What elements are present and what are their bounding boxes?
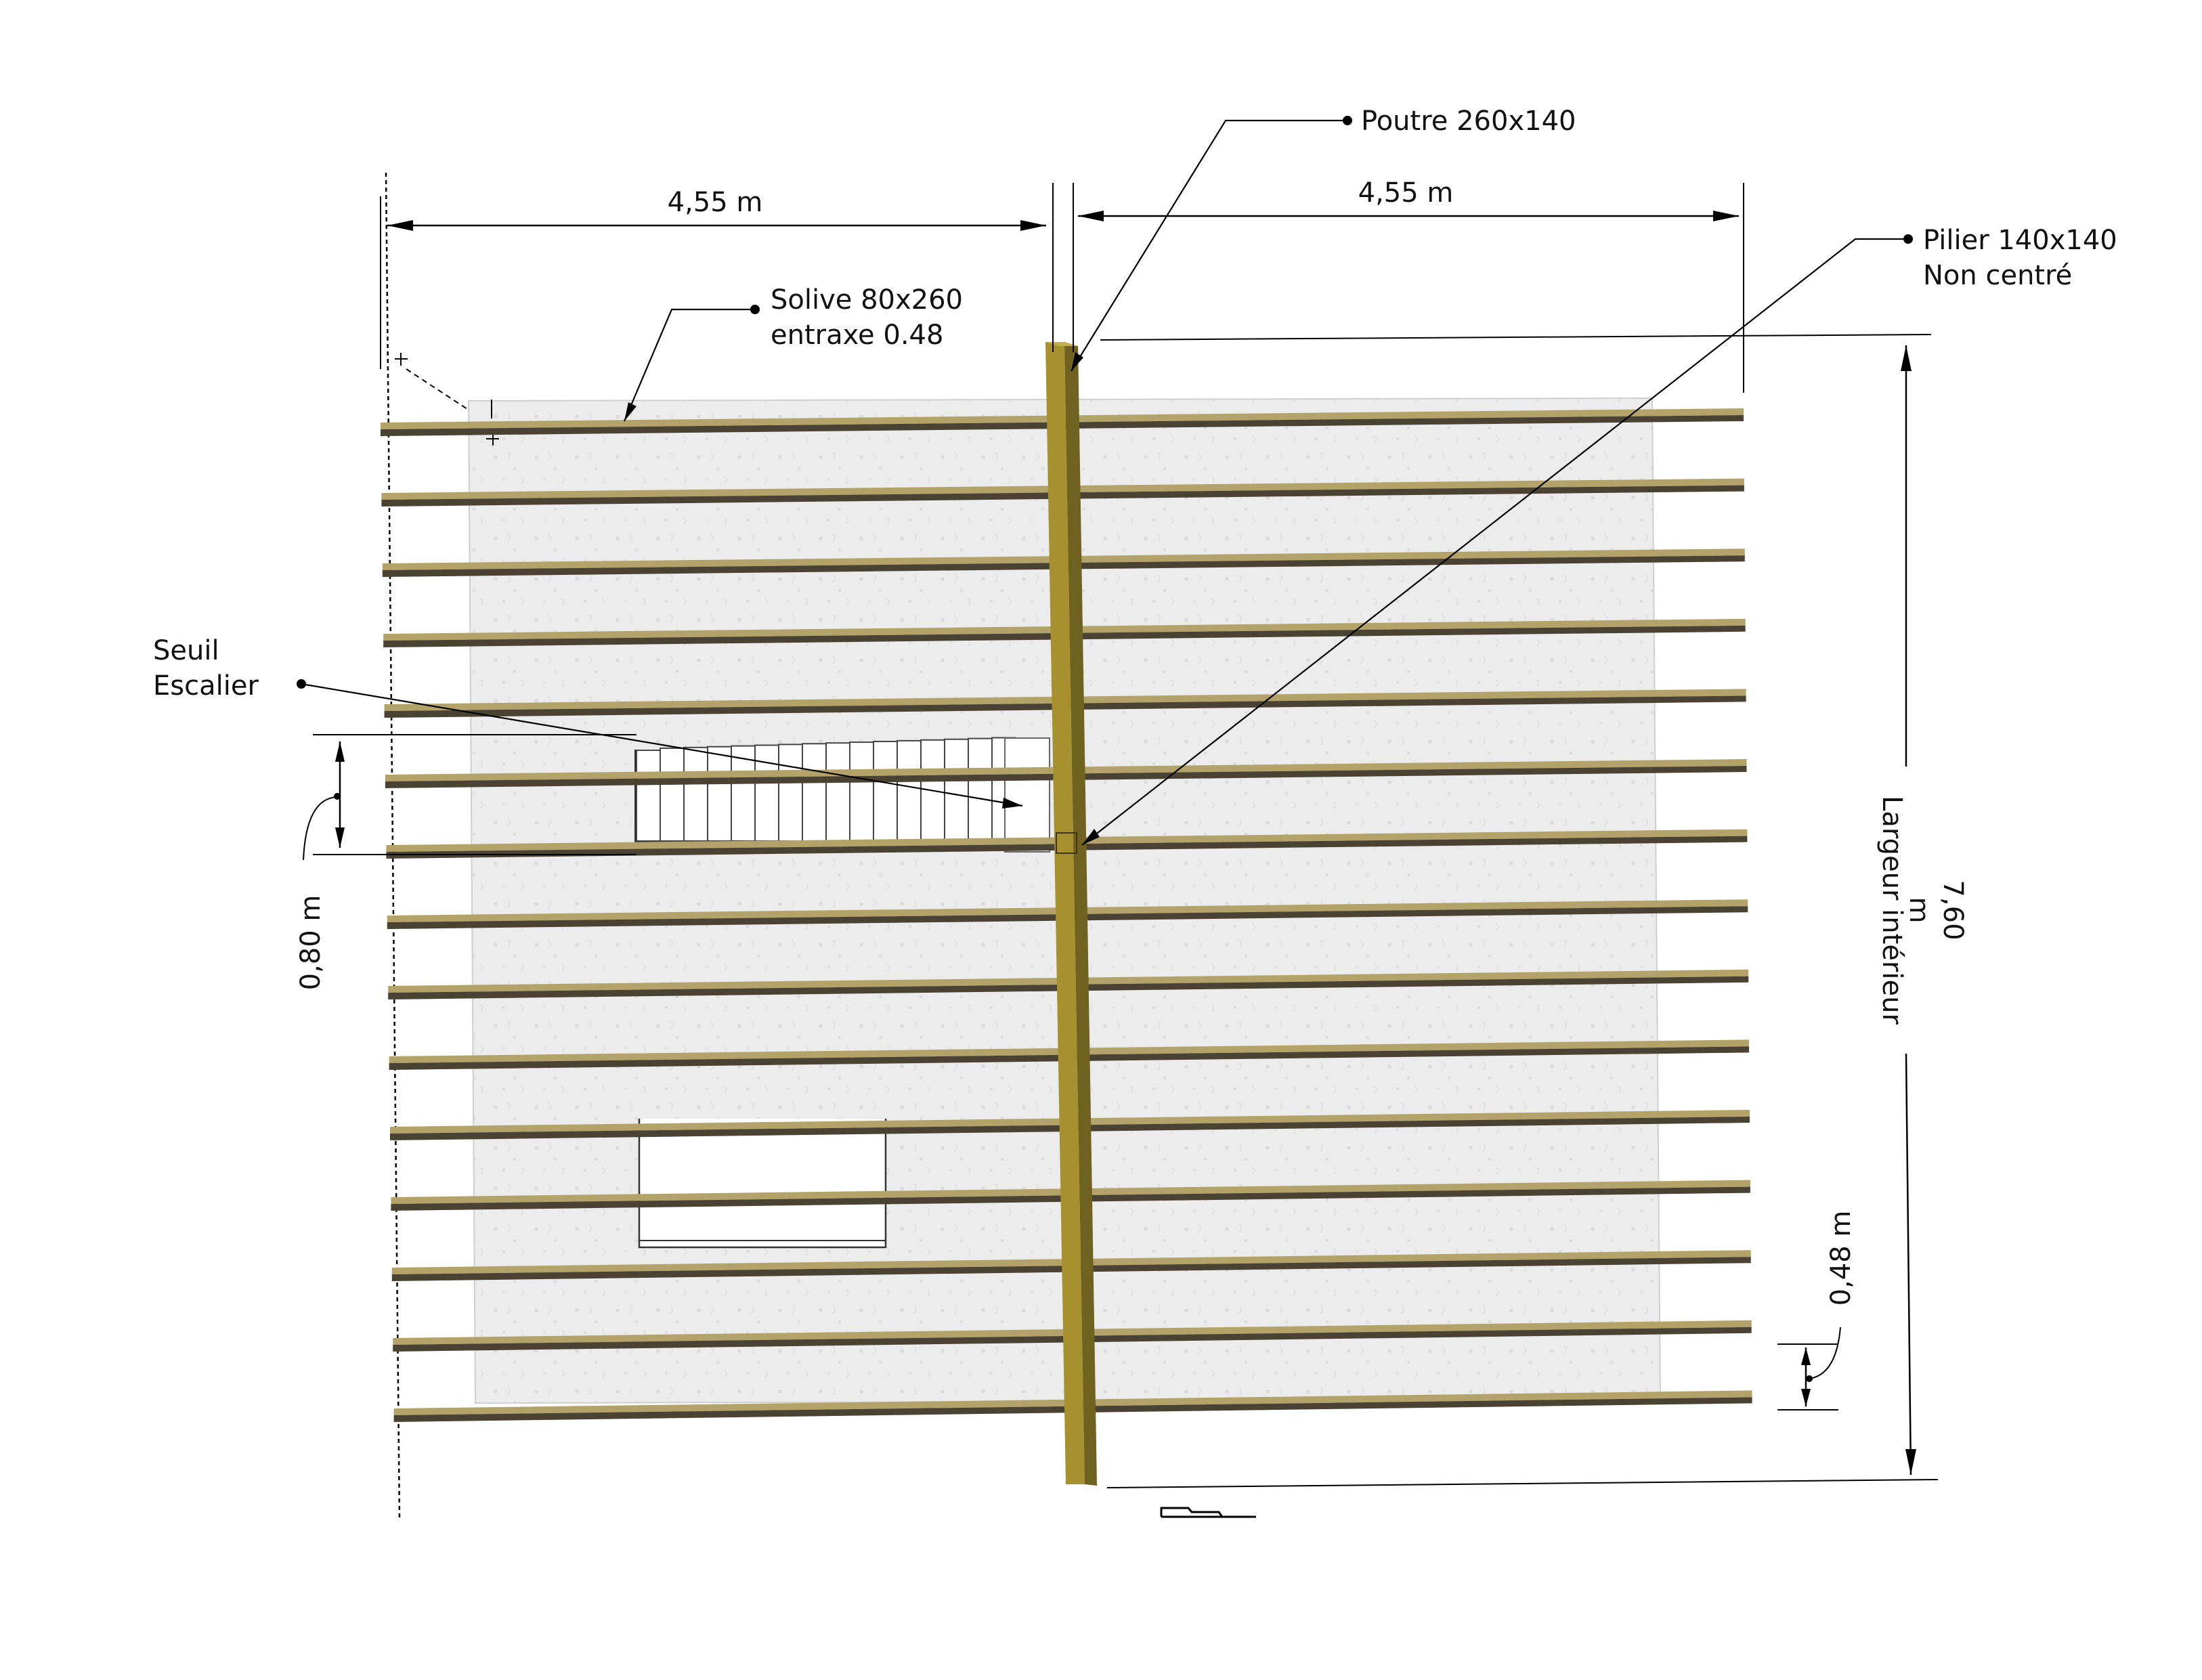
callout-poutre: Poutre 260x140 bbox=[1071, 106, 1576, 372]
stair-width-label: 0,80 m bbox=[295, 895, 326, 991]
seuil-label-line1: Seuil bbox=[153, 635, 219, 666]
stair-tread bbox=[897, 739, 922, 842]
width-unit: m bbox=[1903, 897, 1935, 924]
stair-tread bbox=[968, 737, 993, 842]
pilier-label-line1: Pilier 140x140 bbox=[1923, 225, 2117, 256]
pillar-marks bbox=[1056, 832, 1077, 854]
joist-spacing-label: 0,48 m bbox=[1826, 1211, 1857, 1306]
stair-tread bbox=[873, 741, 898, 842]
solive-label-line2: entraxe 0.48 bbox=[771, 320, 943, 351]
stair-opening bbox=[634, 737, 1050, 853]
dimension-left-span: 4,55 m bbox=[380, 183, 1054, 369]
pilier-label-line2: Non centré bbox=[1923, 260, 2072, 291]
right-span-label: 4,55 m bbox=[1358, 177, 1454, 209]
stair-treads bbox=[636, 737, 1016, 842]
stair-tread bbox=[944, 738, 969, 842]
stair-tread bbox=[683, 746, 708, 842]
stair-tread bbox=[802, 743, 827, 842]
seuil-label-line2: Escalier bbox=[153, 670, 259, 702]
stair-tread bbox=[660, 747, 685, 842]
stair-tread bbox=[849, 741, 874, 842]
stair-tread bbox=[707, 746, 732, 842]
callout-solive: Solive 80x260 entraxe 0.48 bbox=[623, 284, 963, 422]
solive-label-line1: Solive 80x260 bbox=[771, 284, 963, 316]
width-value: 7,60 bbox=[1937, 880, 1968, 940]
slab-opening bbox=[638, 1119, 887, 1249]
dimension-total-width: Largeur intérieur m 7,60 bbox=[1100, 334, 1968, 1488]
stair-tread bbox=[825, 742, 850, 842]
stair-tread bbox=[754, 744, 779, 842]
stair-tread bbox=[636, 750, 661, 842]
callout-seuil: Seuil Escalier bbox=[153, 635, 1023, 809]
callout-pilier: Pilier 140x140 Non centré bbox=[1081, 225, 2117, 846]
dimension-joist-spacing: 0,48 m bbox=[1777, 1211, 1857, 1410]
width-label: Largeur intérieur bbox=[1876, 796, 1907, 1025]
stair-tread bbox=[778, 744, 803, 842]
dimension-right-span: 4,55 m bbox=[1073, 177, 1744, 393]
left-span-label: 4,55 m bbox=[668, 187, 763, 218]
bottom-step-detail bbox=[1160, 1507, 1256, 1518]
dimension-stair-width: 0,80 m bbox=[295, 734, 636, 991]
poutre-label: Poutre 260x140 bbox=[1361, 106, 1576, 137]
